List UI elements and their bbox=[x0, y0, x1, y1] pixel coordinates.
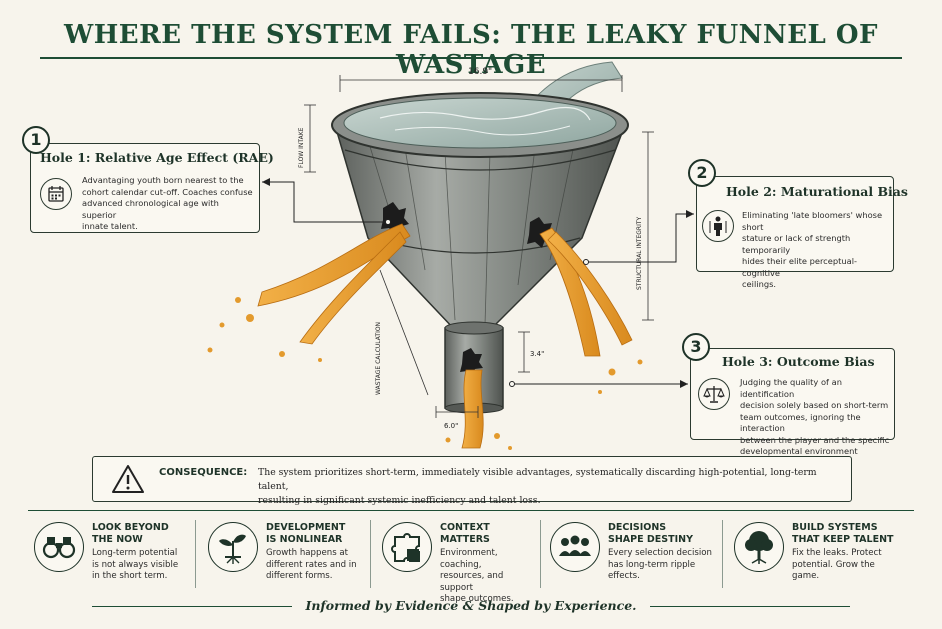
dimension-structural-integrity: STRUCTURAL INTEGRITY bbox=[636, 216, 643, 290]
puzzle-icon bbox=[382, 522, 432, 572]
dimension-flow-intake: FLOW INTAKE bbox=[298, 127, 305, 168]
leak-left bbox=[257, 223, 411, 307]
dimension-wastage-calculation: WASTAGE CALCULATION bbox=[375, 322, 382, 395]
pillar-separator bbox=[370, 520, 371, 588]
hole-2-puncture bbox=[527, 217, 555, 248]
binoculars-icon bbox=[34, 522, 84, 572]
calendar-icon bbox=[40, 178, 72, 210]
people-icon bbox=[550, 522, 600, 572]
leak-spout bbox=[461, 369, 484, 449]
dimension-top-width: 16.9" bbox=[468, 67, 492, 77]
dimension-spout-width: 6.0" bbox=[444, 422, 458, 430]
hole-3-puncture bbox=[460, 348, 483, 376]
pillar-text: Environment, coaching,resources, and sup… bbox=[440, 548, 514, 604]
consequence-box: CONSEQUENCE: The system prioritizes shor… bbox=[92, 456, 852, 506]
pillars-divider bbox=[28, 510, 914, 511]
pillar-separator bbox=[540, 520, 541, 588]
sprout-icon bbox=[208, 522, 258, 572]
hole-1-title: Hole 1: Relative Age Effect (RAE) bbox=[40, 150, 274, 165]
connector-hole-2 bbox=[586, 213, 694, 263]
footer-rule-right bbox=[650, 606, 850, 607]
connector-hole-1 bbox=[262, 181, 388, 223]
pillar-separator bbox=[722, 520, 723, 588]
title-divider bbox=[40, 57, 902, 59]
dimension-spout-height: 3.4" bbox=[530, 350, 544, 358]
hole-3-number: 3 bbox=[682, 333, 710, 361]
consequence-text: The system prioritizes short-term, immed… bbox=[258, 467, 817, 506]
warning-icon bbox=[111, 463, 145, 495]
hole-1-number: 1 bbox=[22, 126, 50, 154]
pillar-separator bbox=[195, 520, 196, 588]
hole-2-title: Hole 2: Maturational Bias bbox=[726, 184, 908, 199]
growth-figure-icon bbox=[702, 210, 734, 242]
hole-1-puncture bbox=[381, 202, 409, 235]
footer-rule-left bbox=[92, 606, 292, 607]
tree-icon bbox=[734, 522, 784, 572]
hole-3-title: Hole 3: Outcome Bias bbox=[722, 354, 875, 369]
page-title: WHERE THE SYSTEM FAILS: THE LEAKY FUNNEL… bbox=[64, 20, 878, 80]
hole-2-number: 2 bbox=[688, 159, 716, 187]
footer-tagline: Informed by Evidence & Shaped by Experie… bbox=[305, 598, 637, 613]
scales-icon bbox=[698, 378, 730, 410]
consequence-label: CONSEQUENCE: bbox=[159, 467, 248, 478]
